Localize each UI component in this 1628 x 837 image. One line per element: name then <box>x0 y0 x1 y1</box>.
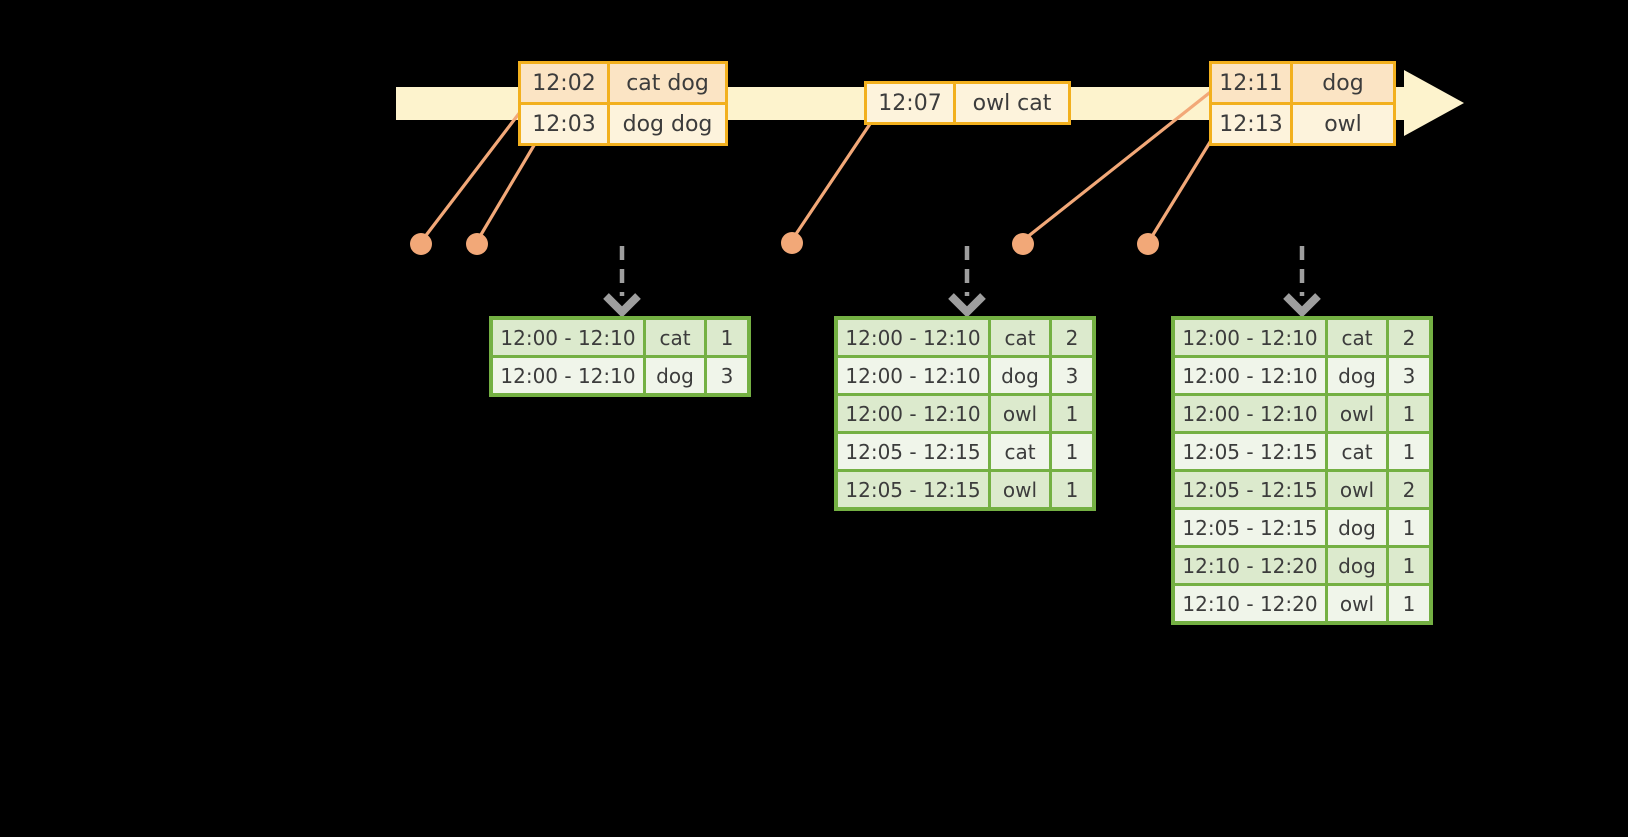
connector-line <box>422 102 529 239</box>
count-cell: 1 <box>1052 396 1092 431</box>
event-words-cell: owl cat <box>956 84 1068 122</box>
arrowhead-down-icon <box>603 293 641 318</box>
window-cell: 12:00 - 12:10 <box>493 320 643 355</box>
count-cell: 3 <box>707 358 747 393</box>
connector-line <box>1149 133 1217 239</box>
count-cell: 1 <box>1389 586 1429 621</box>
count-cell: 2 <box>1389 472 1429 507</box>
window-cell: 12:00 - 12:10 <box>838 320 988 355</box>
event-time-cell: 12:02 <box>521 64 607 102</box>
count-cell: 1 <box>1389 548 1429 583</box>
event-words-cell: owl <box>1293 105 1393 143</box>
event-marker-dot <box>466 233 488 255</box>
window-cell: 12:05 - 12:15 <box>1175 434 1325 469</box>
trigger-arrow-down-icon <box>948 246 986 318</box>
event-marker-dot <box>410 233 432 255</box>
count-cell: 2 <box>1052 320 1092 355</box>
count-cell: 1 <box>1052 472 1092 507</box>
event-marker-dot <box>1012 233 1034 255</box>
animal-cell: cat <box>991 434 1049 469</box>
event-words-cell: dog <box>1293 64 1393 102</box>
window-cell: 12:05 - 12:15 <box>1175 510 1325 545</box>
animal-cell: owl <box>1328 396 1386 431</box>
window-cell: 12:00 - 12:10 <box>493 358 643 393</box>
animal-cell: dog <box>1328 358 1386 393</box>
animal-cell: owl <box>1328 472 1386 507</box>
timeline-arrowhead-icon <box>1404 70 1464 136</box>
animal-cell: owl <box>991 396 1049 431</box>
count-cell: 1 <box>1389 396 1429 431</box>
window-cell: 12:05 - 12:15 <box>1175 472 1325 507</box>
window-cell: 12:10 - 12:20 <box>1175 586 1325 621</box>
count-cell: 2 <box>1389 320 1429 355</box>
event-time-cell: 12:07 <box>867 84 953 122</box>
animal-cell: cat <box>1328 434 1386 469</box>
animal-cell: dog <box>1328 548 1386 583</box>
count-cell: 1 <box>1389 434 1429 469</box>
connector-line <box>792 120 874 238</box>
animal-cell: cat <box>646 320 704 355</box>
window-cell: 12:00 - 12:10 <box>1175 320 1325 355</box>
window-cell: 12:05 - 12:15 <box>838 434 988 469</box>
arrowhead-down-icon <box>948 293 986 318</box>
window-cell: 12:00 - 12:10 <box>1175 396 1325 431</box>
count-cell: 3 <box>1052 358 1092 393</box>
event-time-cell: 12:03 <box>521 105 607 143</box>
window-cell: 12:00 - 12:10 <box>838 358 988 393</box>
window-cell: 12:00 - 12:10 <box>1175 358 1325 393</box>
animal-cell: owl <box>1328 586 1386 621</box>
count-cell: 3 <box>1389 358 1429 393</box>
event-time-cell: 12:11 <box>1212 64 1290 102</box>
arrowhead-down-icon <box>1283 293 1321 318</box>
count-cell: 1 <box>1052 434 1092 469</box>
connector-line <box>477 141 538 239</box>
event-marker-dot <box>781 232 803 254</box>
window-cell: 12:10 - 12:20 <box>1175 548 1325 583</box>
animal-cell: owl <box>991 472 1049 507</box>
event-time-cell: 12:13 <box>1212 105 1290 143</box>
count-cell: 1 <box>707 320 747 355</box>
animal-cell: cat <box>1328 320 1386 355</box>
animal-cell: cat <box>991 320 1049 355</box>
animal-cell: dog <box>991 358 1049 393</box>
animal-cell: dog <box>646 358 704 393</box>
connector-line <box>1025 88 1214 240</box>
window-cell: 12:05 - 12:15 <box>838 472 988 507</box>
event-words-cell: cat dog <box>610 64 725 102</box>
count-cell: 1 <box>1389 510 1429 545</box>
trigger-arrow-down-icon <box>1283 246 1321 318</box>
animal-cell: dog <box>1328 510 1386 545</box>
trigger-arrow-down-icon <box>603 246 641 318</box>
event-marker-dot <box>1137 233 1159 255</box>
event-words-cell: dog dog <box>610 105 725 143</box>
window-cell: 12:00 - 12:10 <box>838 396 988 431</box>
